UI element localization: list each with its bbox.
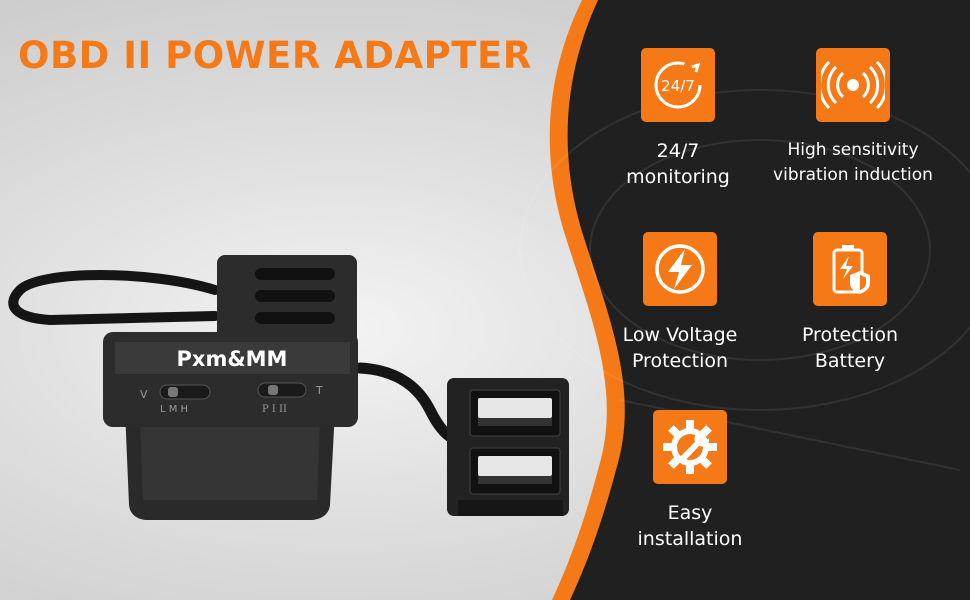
- switch-right-end-label: T: [315, 384, 323, 397]
- switch-right-positions: P I II: [262, 404, 287, 415]
- feature-low-voltage-line1: Low Voltage: [622, 324, 738, 346]
- feature-easy-line2: installation: [637, 528, 743, 550]
- feature-vibration-induction: High sensitivity vibration induction: [753, 48, 953, 188]
- switch-left-positions: L M H: [160, 404, 188, 415]
- feature-easy-line1: Easy: [667, 502, 713, 524]
- page-title: OBD II POWER ADAPTER: [18, 34, 532, 77]
- feature-vibration-line1: High sensitivity: [787, 140, 919, 160]
- feature-protection-line1: Protection: [801, 324, 899, 346]
- feature-24-7-line1: 24/7: [656, 140, 700, 162]
- battery-shield-icon: [813, 232, 887, 306]
- vibration-icon: [816, 48, 890, 122]
- brand-label: Pxm&MM: [177, 347, 288, 371]
- feature-low-voltage-line2: Protection: [631, 350, 729, 372]
- feature-24-7-line2: monitoring: [626, 166, 730, 188]
- switch-left-start-label: V: [140, 388, 148, 401]
- cable-to-usb: [354, 362, 466, 446]
- lightning-icon: [643, 232, 717, 306]
- mode-switch[interactable]: [257, 382, 307, 398]
- obd-adapter-illustration: Pxm&MM V L M H P I II T: [8, 255, 569, 520]
- cable-loop: [8, 270, 220, 326]
- voltage-switch[interactable]: [159, 384, 211, 400]
- clock-24-7-icon: 24/7: [641, 48, 715, 122]
- clock-24-7-icon-text: 24/7: [661, 77, 695, 95]
- gear-wrench-icon: [653, 410, 727, 484]
- feature-low-voltage-protection: Low Voltage Protection: [580, 232, 780, 374]
- feature-protection-line2: Battery: [814, 350, 886, 372]
- feature-easy-installation: Easy installation: [590, 410, 790, 552]
- feature-vibration-line2: vibration induction: [773, 165, 933, 185]
- feature-24-7-monitoring: 24/7 24/7 monitoring: [578, 48, 778, 190]
- feature-protection-battery: Protection Battery: [750, 232, 950, 374]
